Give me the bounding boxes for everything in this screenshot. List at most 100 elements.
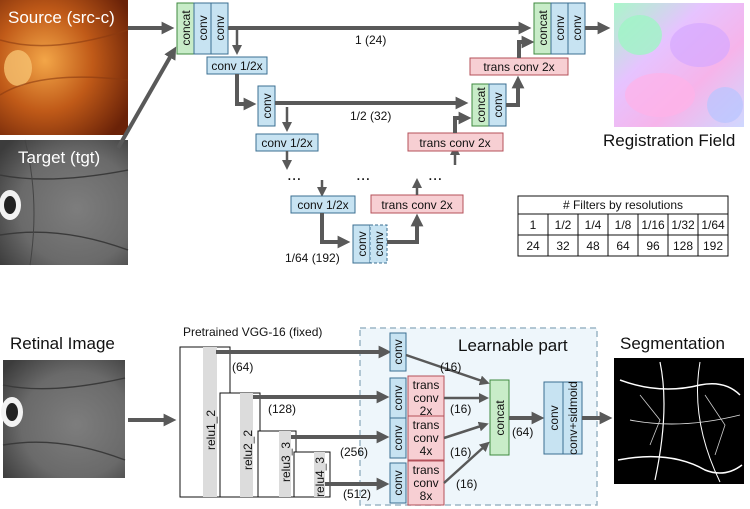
branch-out-arrow [405, 353, 490, 386]
registration-field-image [614, 3, 744, 127]
table-value-cell: 192 [703, 239, 723, 253]
trans-label: trans [413, 463, 440, 477]
conv-label: conv [391, 470, 405, 495]
registration-network: Source (src-c) Target (tgt) concat conv … [0, 0, 744, 266]
table-header-cell: 1/8 [615, 218, 632, 232]
concat-label: concat [179, 10, 193, 46]
decoder-block-1: concat conv conv [533, 2, 586, 55]
channel-label: (256) [340, 445, 368, 459]
table-value-cell: 96 [646, 239, 660, 253]
ellipsis: ... [287, 165, 301, 184]
branch-count: (16) [450, 445, 471, 459]
table-value-cell: 24 [526, 239, 540, 253]
conv-label: conv [553, 15, 567, 40]
vgg-label: Pretrained VGG-16 (fixed) [183, 325, 322, 339]
source-image: Source (src-c) [0, 0, 129, 135]
target-label: Target (tgt) [18, 148, 100, 167]
relu-label: relu1_2 [204, 410, 218, 450]
table-header-cell: 1/32 [671, 218, 695, 232]
segmentation-label: Segmentation [620, 334, 725, 353]
trans-conv-label: trans conv 2x [381, 198, 452, 212]
scale-label: 4x [420, 444, 433, 458]
relu-label: relu4_3 [313, 457, 327, 497]
segmentation-image [614, 358, 744, 484]
bottleneck-label: 1/64 (192) [285, 251, 340, 265]
conv-label: conv [355, 231, 369, 256]
concat-count: (64) [512, 425, 533, 439]
channel-label: (512) [343, 487, 371, 501]
ellipsis: ... [356, 165, 370, 184]
conv-label: conv [260, 93, 274, 118]
table-header-cell: 1/2 [555, 218, 572, 232]
target-image: Target (tgt) [0, 139, 129, 266]
conv-half-label: conv 1/2x [211, 59, 262, 73]
branch-3: conv trans conv 4x [389, 415, 445, 461]
branch-out-arrow [443, 441, 490, 484]
table-value-cell: 32 [556, 239, 570, 253]
source-label: Source (src-c) [8, 8, 115, 27]
retinal-image-label: Retinal Image [10, 334, 115, 353]
final-sigmoid-label: conv+sidmoid [566, 381, 580, 455]
bottleneck-arrow [320, 213, 351, 249]
skip-label-1: 1 (24) [355, 33, 386, 47]
table-value-cell: 128 [673, 239, 693, 253]
branch-count: (16) [440, 360, 461, 374]
table-value-cell: 64 [616, 239, 630, 253]
conv-label: conv [391, 425, 405, 450]
branch-count: (16) [456, 477, 477, 491]
conv-half-label: conv 1/2x [297, 198, 348, 212]
trans-conv-label: trans conv 2x [483, 60, 554, 74]
conv-word-label: conv [413, 431, 438, 445]
retinal-image [1, 360, 126, 478]
branch-out-arrow [443, 421, 489, 440]
final-conv-block: conv conv+sidmoid [543, 381, 583, 455]
trans-conv-box-1: trans conv 2x [469, 57, 569, 76]
filters-table-title: # Filters by resolutions [563, 198, 683, 212]
conv-label: conv [491, 92, 505, 117]
conv-half-box-2: conv 1/2x [255, 133, 319, 152]
table-header-cell: 1/16 [641, 218, 665, 232]
trans-conv-box-3: trans conv 2x [370, 194, 464, 214]
segmentation-network: Retinal Image Pretrained VGG-16 (fixed) … [1, 325, 744, 506]
conv-label: conv [391, 339, 405, 364]
up-arrow [453, 111, 472, 133]
relu-label: relu2_2 [241, 430, 255, 470]
conv-label: conv [570, 15, 584, 40]
registration-field-label: Registration Field [603, 131, 735, 150]
relu-label: relu3_3 [279, 442, 293, 482]
table-header-cell: 1/64 [701, 218, 725, 232]
final-conv-label: conv [547, 405, 561, 430]
skip-label-2: 1/2 (32) [350, 109, 391, 123]
concat-label: concat [493, 400, 507, 436]
encoder-block-1: concat conv conv [176, 2, 229, 55]
branch-count: (16) [450, 402, 471, 416]
conv-label: conv [196, 15, 210, 40]
channel-label: (64) [232, 360, 253, 374]
conv-half-box-1: conv 1/2x [206, 56, 268, 75]
target-arrow [116, 46, 177, 149]
concat-label: concat [536, 10, 550, 46]
conv-box-2: conv [257, 85, 276, 127]
table-value-cell: 48 [586, 239, 600, 253]
trans-label: trans [413, 378, 440, 392]
trans-label: trans [413, 418, 440, 432]
learnable-label: Learnable part [458, 336, 568, 355]
channel-label: (128) [268, 402, 296, 416]
trans-conv-label: trans conv 2x [419, 136, 490, 150]
conv-word-label: conv [413, 476, 438, 490]
up-arrow [387, 213, 424, 244]
up-arrow [506, 75, 525, 107]
concat-block: concat [489, 379, 510, 456]
decoder-block-2: concat conv [471, 83, 507, 127]
conv-label: conv [391, 385, 405, 410]
vgg-blocks: relu1_2 relu2_2 relu3_3 relu4_3 [179, 346, 331, 498]
down-arrow [235, 74, 257, 111]
scale-label: 2x [420, 404, 433, 418]
conv-half-box-3: conv 1/2x [290, 195, 356, 214]
scale-label: 8x [420, 489, 433, 503]
branch-4: conv trans conv 8x [389, 460, 445, 506]
conv-label: conv [213, 15, 227, 40]
up-arrow [517, 35, 535, 58]
